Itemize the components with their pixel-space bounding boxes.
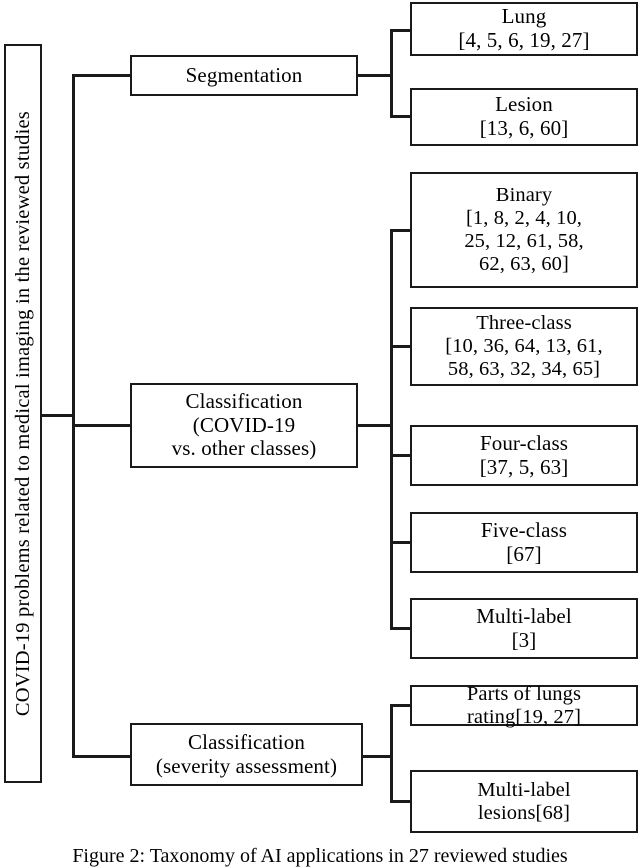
node-segmentation: Segmentation [130, 55, 358, 96]
node-five-class-title: Five-class [480, 517, 568, 542]
node-five-class: Five-class [67] [410, 512, 638, 573]
connector-classification-to-four-class [390, 454, 412, 457]
node-lung: Lung [4, 5, 6, 19, 27] [410, 2, 638, 56]
connector-segmentation-stem [357, 74, 393, 77]
connector-classification-vertical [390, 229, 393, 629]
node-three-class: Three-class [10, 36, 64, 13, 61, 58, 63,… [410, 307, 638, 386]
node-severity-label-line2: (severity assessment) [155, 753, 338, 778]
node-five-class-refs: [67] [506, 541, 542, 566]
node-segmentation-label: Segmentation [185, 62, 303, 87]
node-root-label: COVID-19 problems related to medical ima… [11, 110, 34, 717]
node-three-class-refs-line2: 58, 63, 32, 34, 65] [447, 357, 601, 380]
connector-classification-stem [357, 424, 393, 427]
connector-segmentation-to-lung [390, 29, 412, 32]
node-lung-title: Lung [501, 4, 547, 29]
node-lesion-refs: [13, 6, 60] [479, 116, 569, 140]
node-root: COVID-19 problems related to medical ima… [4, 44, 42, 783]
node-parts-of-lungs: Parts of lungs rating[19, 27] [410, 682, 638, 728]
node-lesion: Lesion [13, 6, 60] [410, 88, 638, 146]
connector-classification-to-five-class [390, 541, 412, 544]
node-lung-refs: [4, 5, 6, 19, 27] [458, 28, 590, 52]
figure-caption: Figure 2: Taxonomy of AI applications in… [72, 845, 568, 867]
node-binary-refs-line3: 62, 63, 60] [479, 252, 569, 275]
node-binary-refs-line1: [1, 8, 2, 4, 10, [465, 207, 583, 230]
node-parts-of-lungs-title: Parts of lungs [466, 682, 582, 705]
connector-severity-to-multi-label-lesions [390, 800, 412, 803]
node-four-class-title: Four-class [479, 430, 569, 455]
connector-classification-to-binary [390, 229, 412, 232]
connector-trunk-to-severity [72, 755, 132, 758]
node-multi-label-lesions-refs: lesions[68] [477, 801, 571, 824]
node-binary-title: Binary [495, 184, 553, 207]
connector-segmentation-vertical [390, 29, 393, 117]
node-lesion-title: Lesion [495, 92, 553, 117]
node-parts-of-lungs-refs: rating[19, 27] [466, 705, 582, 728]
node-multi-label-lesions-title: Multi-label [477, 778, 571, 801]
connector-trunk-to-segmentation [72, 74, 132, 77]
node-severity: Classification (severity assessment) [130, 723, 363, 786]
connector-classification-to-three-class [390, 345, 412, 348]
node-multi-label-title: Multi-label [476, 603, 572, 628]
connector-trunk-to-classification [72, 424, 132, 427]
node-four-class-refs: [37, 5, 63] [479, 454, 569, 479]
connector-classification-to-multi-label [390, 627, 412, 630]
node-multi-label-lesions: Multi-label lesions[68] [410, 770, 638, 833]
node-three-class-title: Three-class [476, 312, 572, 335]
node-classification-label-line2: (COVID-19 [192, 412, 296, 437]
node-classification-label-line1: Classification [185, 389, 303, 414]
connector-root-to-trunk [42, 414, 75, 417]
connector-severity-stem [362, 755, 393, 758]
node-multi-label-refs: [3] [511, 627, 537, 652]
node-classification-label-line3: vs. other classes) [171, 436, 317, 461]
node-four-class: Four-class [37, 5, 63] [410, 425, 638, 486]
connector-severity-vertical [390, 704, 393, 803]
connector-trunk-vertical [72, 74, 75, 758]
node-classification: Classification (COVID-19 vs. other class… [130, 383, 358, 468]
connector-severity-to-parts-of-lungs [390, 704, 412, 707]
node-binary-refs-line2: 25, 12, 61, 58, [464, 230, 584, 252]
node-severity-label-line1: Classification [188, 729, 305, 754]
node-multi-label: Multi-label [3] [410, 598, 638, 659]
connector-segmentation-to-lesion [390, 115, 412, 118]
node-binary: Binary [1, 8, 2, 4, 10, 25, 12, 61, 58, … [410, 172, 638, 288]
node-three-class-refs-line1: [10, 36, 64, 13, 61, [445, 335, 603, 358]
